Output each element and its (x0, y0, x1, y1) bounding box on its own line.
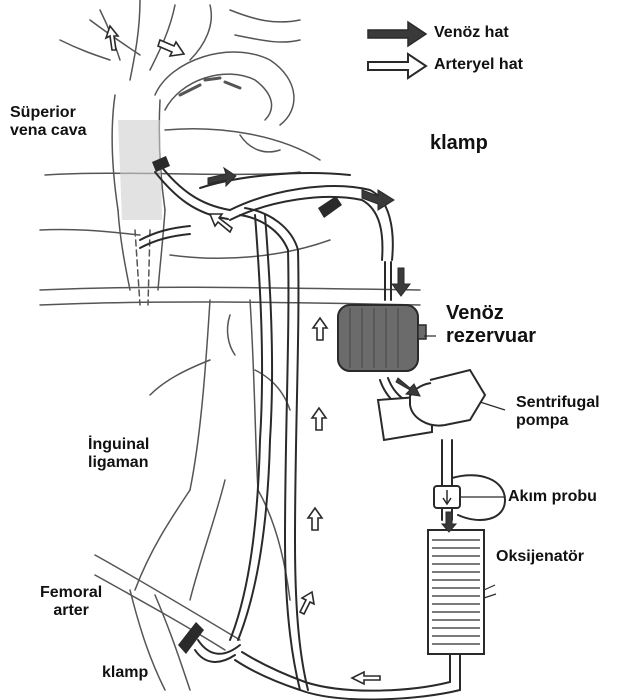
label-inguinal-line2: ligaman (88, 454, 149, 472)
label-reservoir-line2: rezervuar (446, 325, 536, 348)
label-oxygenator: Oksijenatör (496, 548, 584, 566)
venous-reservoir (338, 305, 426, 371)
label-inguinal-line1: İnguinal (88, 436, 149, 454)
label-femoral-line2: arter (40, 602, 102, 620)
label-pump-line1: Sentrifugal (516, 394, 600, 412)
label-centrifugal-pump: Sentrifugal pompa (516, 394, 600, 431)
label-femoral-line1: Femoral (40, 584, 102, 602)
centrifugal-pump (378, 370, 485, 440)
label-clamp-femoral: klamp (102, 664, 148, 682)
label-reservoir-line1: Venöz (446, 302, 536, 325)
label-femoral-artery: Femoral arter (40, 584, 102, 621)
label-flow-probe: Akım probu (508, 488, 597, 506)
label-svc-line2: vena cava (10, 122, 87, 140)
label-inguinal-ligament: İnguinal ligaman (88, 436, 149, 473)
label-superior-vena-cava: Süperior vena cava (10, 104, 87, 141)
legend-venous-label: Venöz hat (434, 24, 509, 42)
label-pump-line2: pompa (516, 412, 600, 430)
clamp-top-mark (318, 196, 342, 218)
label-venous-reservoir: Venöz rezervuar (446, 302, 536, 348)
label-svc-line1: Süperior (10, 104, 87, 122)
clamp-femoral-mark (178, 622, 204, 654)
legend-arterial-label: Arteryel hat (434, 56, 523, 74)
oxygenator (428, 530, 495, 654)
label-clamp-top: klamp (430, 132, 488, 155)
legend-arterial-arrow (368, 54, 426, 78)
legend-venous-arrow (368, 22, 426, 46)
flow-probe (434, 486, 505, 508)
